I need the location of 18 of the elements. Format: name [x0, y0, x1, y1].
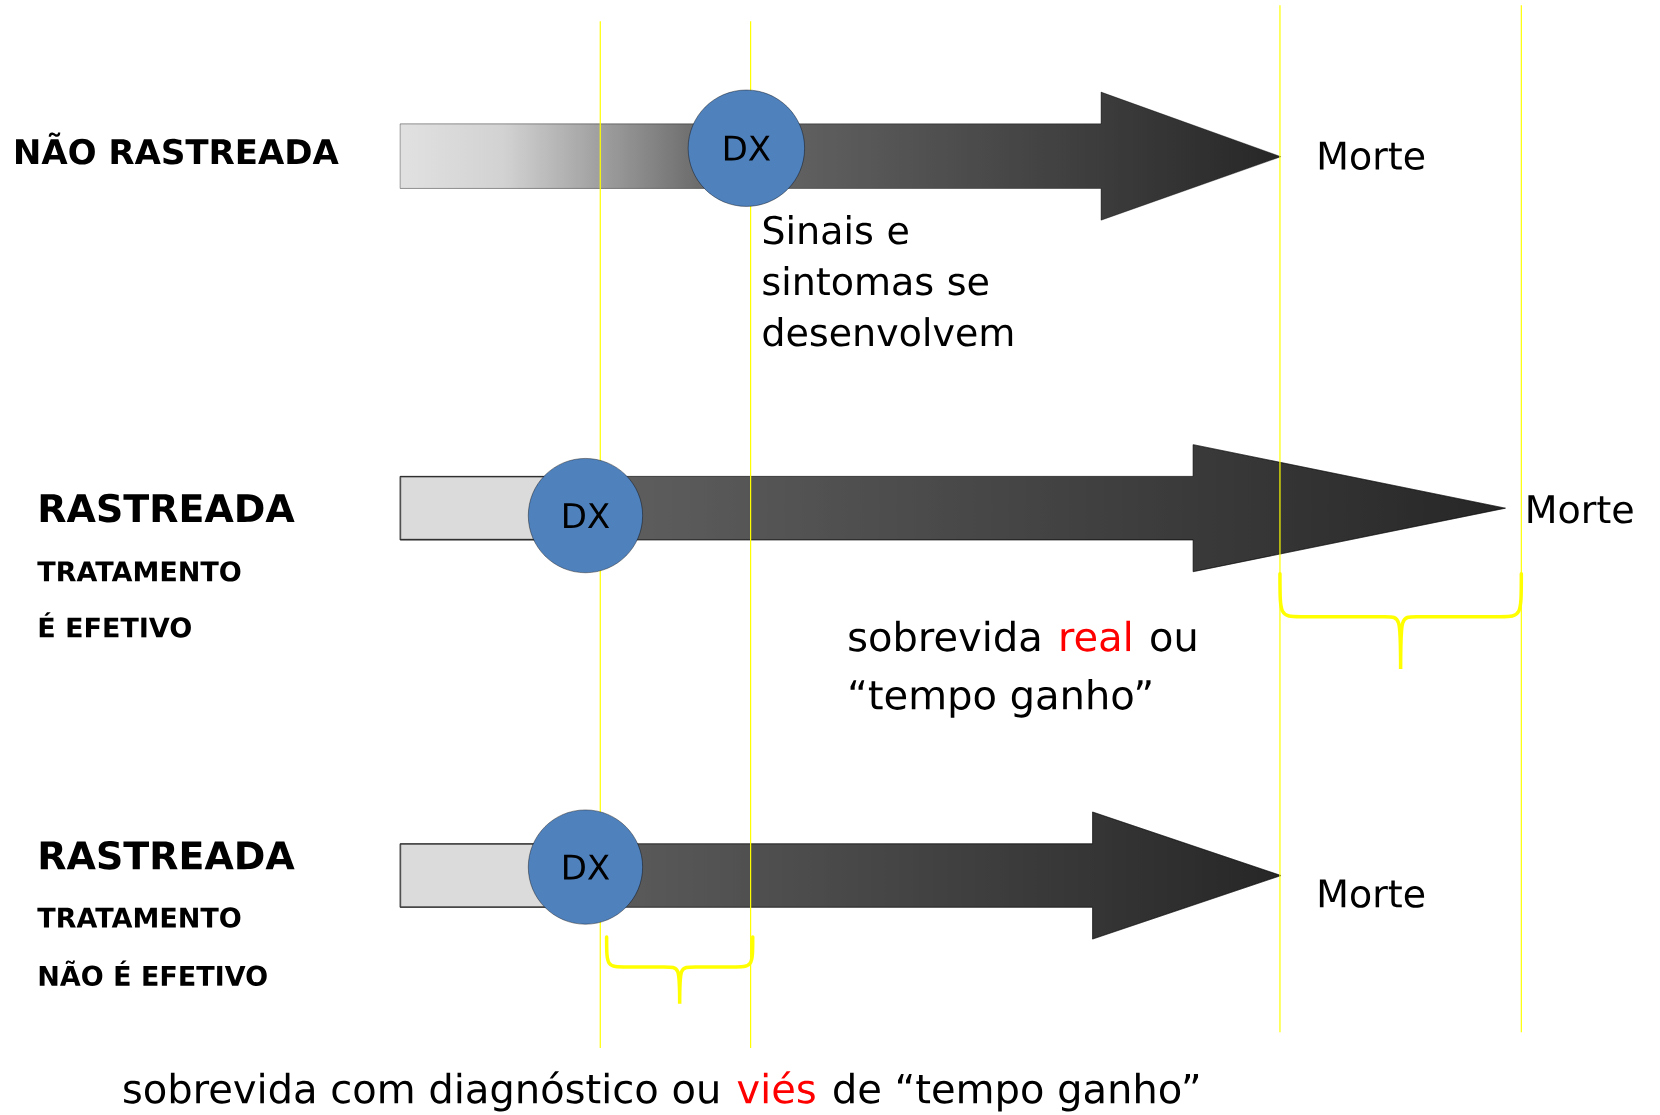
row-subheading: TRATAMENTO	[37, 561, 241, 582]
row-subheading: É EFETIVO	[39, 612, 191, 638]
outcome-label: Morte	[1319, 879, 1425, 908]
annotation-text: real	[1061, 620, 1130, 652]
note-text: Sinais e sintomas se desenvolvem	[763, 215, 1013, 347]
row-heading: NÃO RASTREADA	[16, 132, 339, 165]
row-subheading: TRATAMENTO	[37, 907, 241, 928]
caption-text: de “tempo ganho”	[834, 1072, 1199, 1112]
annotation-text: ou	[1151, 628, 1196, 652]
caption-text: viés	[737, 1071, 815, 1104]
row-heading: RASTREADA	[40, 841, 295, 870]
row-subheading: NÃO É EFETIVO	[39, 960, 267, 987]
outcome-label: Morte	[1528, 495, 1633, 524]
annotation-text: “tempo ganho”	[850, 679, 1151, 718]
row-heading: RASTREADA	[40, 493, 295, 523]
caption-text: sobrevida com diagnóstico ou	[124, 1071, 718, 1112]
outcome-label: Morte	[1319, 141, 1425, 171]
annotation-text: sobrevida	[849, 620, 1040, 652]
